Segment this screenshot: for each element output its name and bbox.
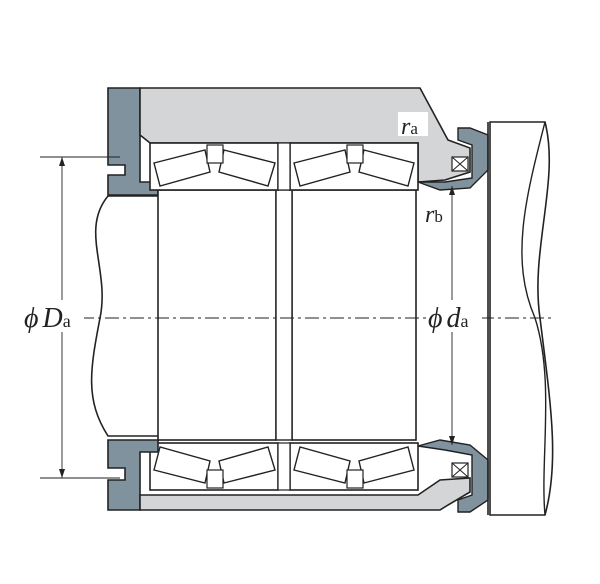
housing-bottom — [107, 439, 159, 511]
chock-bottom — [139, 477, 471, 511]
roll-neck-left — [90, 195, 158, 437]
label-rb: rb — [425, 202, 443, 228]
spacer — [275, 189, 293, 441]
chock-top — [139, 87, 471, 183]
roll-body-right — [489, 121, 554, 516]
seal-top-cross-icon — [451, 156, 469, 172]
label-ra: ra — [401, 114, 418, 140]
bearing-row-bottom — [149, 442, 419, 491]
housing-top — [107, 87, 159, 196]
seal-carrier-bottom — [417, 439, 489, 513]
bearing-row-top — [149, 142, 419, 191]
seal-bottom-cross-icon — [451, 462, 469, 478]
seal-carrier-top — [417, 127, 489, 191]
inner-ring-right — [291, 189, 417, 441]
inner-ring-left — [157, 189, 277, 441]
